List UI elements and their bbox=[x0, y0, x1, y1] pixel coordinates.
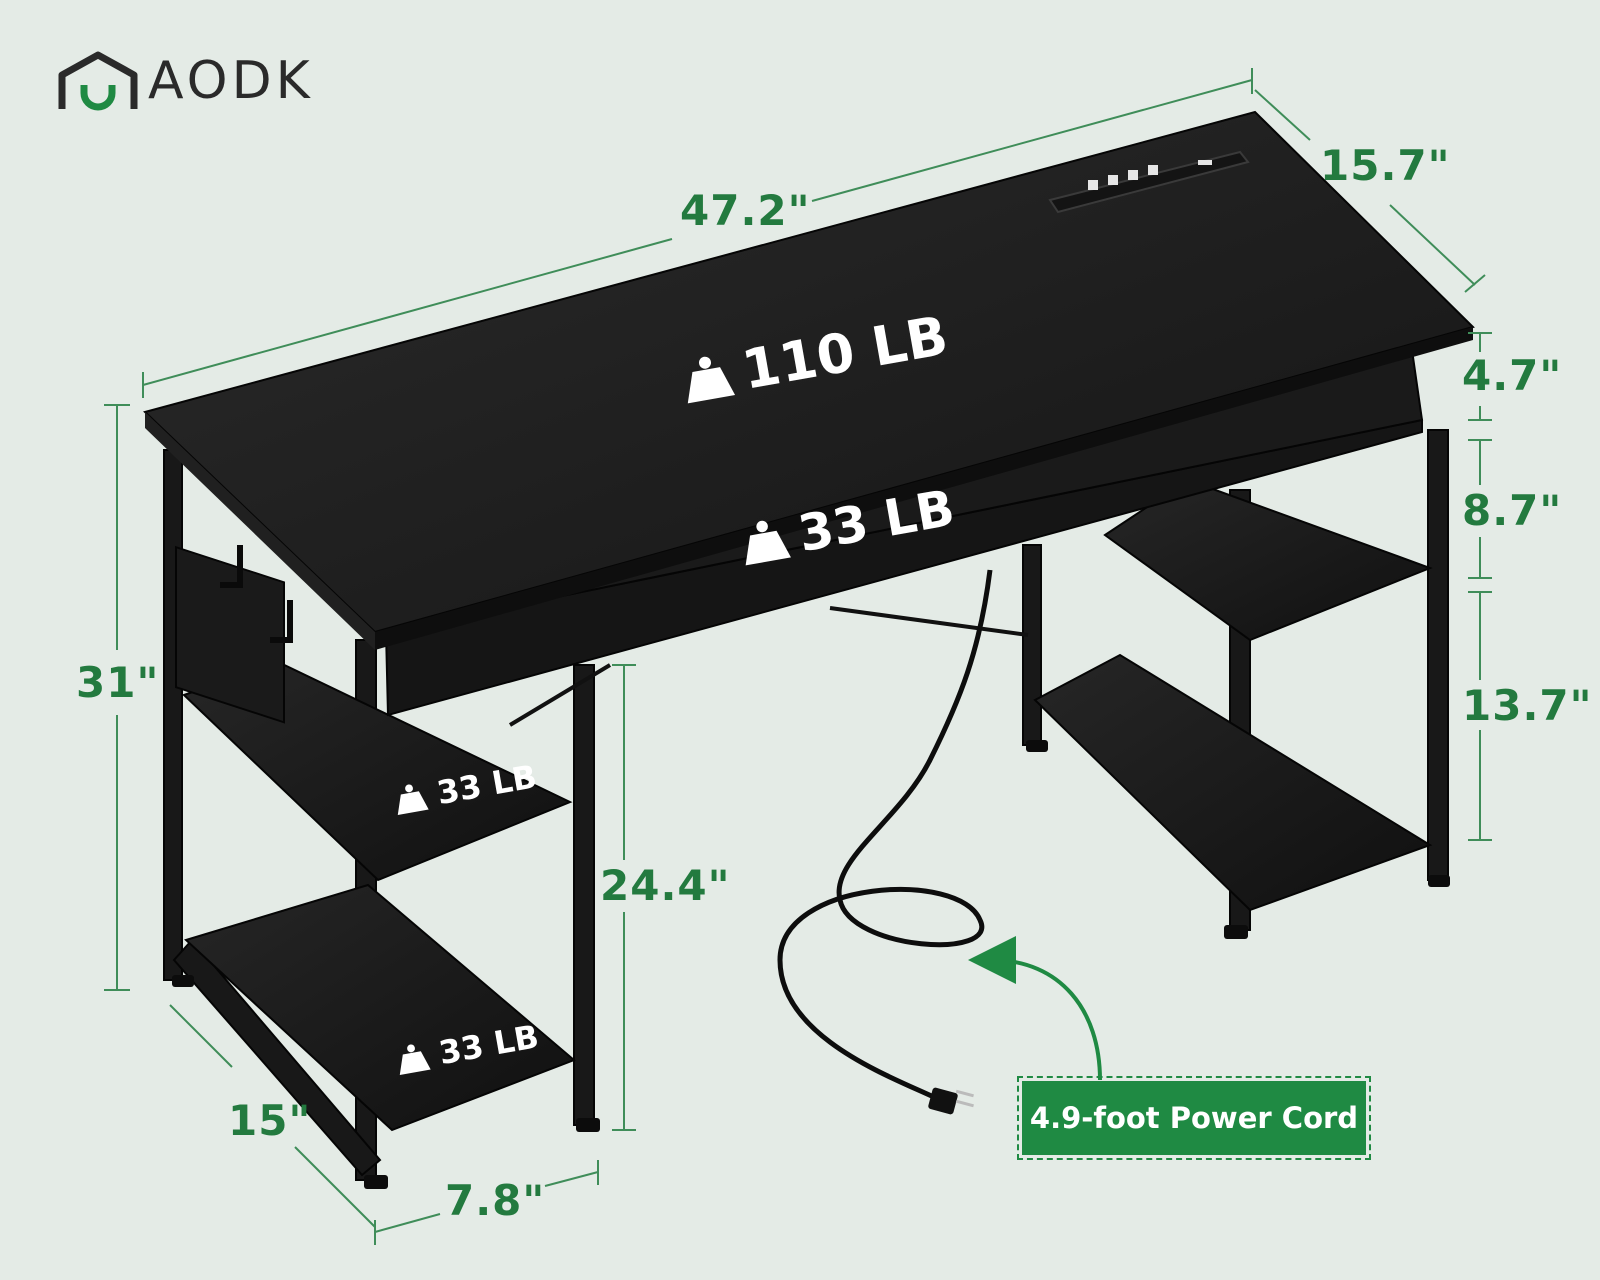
weight-icon bbox=[399, 1044, 431, 1075]
house-logo-icon bbox=[58, 51, 138, 111]
keyboard-tray-load-label: 33 LB bbox=[736, 479, 959, 570]
legroom-height-label: 24.4" bbox=[600, 861, 731, 910]
callout-arrow bbox=[968, 936, 1102, 1081]
weight-icon bbox=[397, 784, 429, 815]
upper-shelf-gap-label: 8.7" bbox=[1462, 486, 1563, 535]
power-strip bbox=[1048, 150, 1250, 214]
power-plug bbox=[928, 1087, 974, 1115]
lower-shelf-gap-label: 13.7" bbox=[1462, 681, 1593, 730]
height-dimension-label: 31" bbox=[76, 658, 160, 707]
right-lower-shelf bbox=[1033, 653, 1433, 912]
left-lower-shelf bbox=[184, 883, 576, 1132]
weight-icon bbox=[745, 520, 791, 566]
left-shelf-depth-label: 15" bbox=[228, 1096, 312, 1145]
lower-left-shelf-load-label: 33 LB bbox=[393, 1017, 542, 1077]
brand-name: AODK bbox=[148, 51, 314, 111]
width-dimension-label: 47.2" bbox=[680, 186, 811, 235]
desktop-load-label: 110 LB bbox=[677, 304, 952, 409]
depth-dimension-label: 15.7" bbox=[1320, 141, 1451, 190]
weight-icon bbox=[687, 356, 736, 404]
left-shelf-width-label: 7.8" bbox=[445, 1176, 546, 1225]
brand-logo: AODK bbox=[58, 50, 314, 112]
keyboard-tray-height-label: 4.7" bbox=[1462, 351, 1563, 400]
power-cord bbox=[777, 569, 993, 1103]
power-cord-callout: 4.9-foot Power Cord bbox=[1017, 1076, 1371, 1160]
upper-left-shelf-load-label: 33 LB bbox=[391, 757, 540, 817]
feet bbox=[172, 740, 1450, 1189]
